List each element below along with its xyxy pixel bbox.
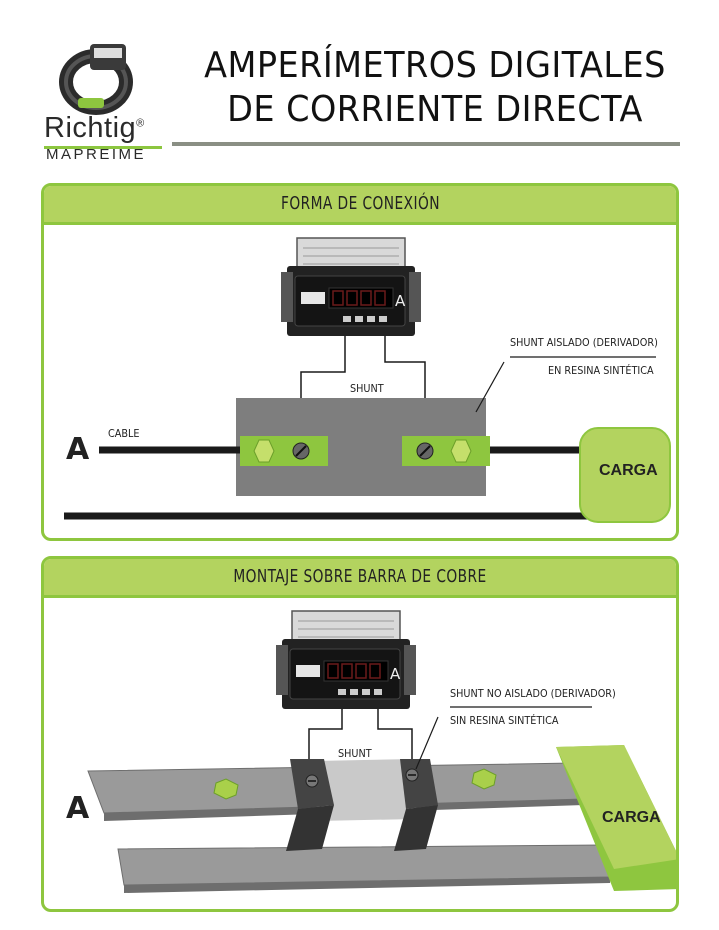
richtig-logo-icon: [59, 44, 133, 115]
terminal-a-label: A: [66, 432, 90, 467]
brand-subtitle: MAPREIME: [46, 146, 147, 163]
shunt-note-line-2: EN RESINA SINTÉTICA: [548, 364, 654, 377]
busbar-diagram: A: [87, 610, 676, 893]
busbar-panel-header: MONTAJE SOBRE BARRA DE COBRE: [44, 559, 676, 598]
ammeter-device: A: [276, 610, 416, 709]
page-title: AMPERÍMETROS DIGITALES DE CORRIENTE DIRE…: [189, 44, 682, 132]
load-label: CARGA: [599, 462, 658, 479]
title-line-1: AMPERÍMETROS DIGITALES: [204, 45, 666, 86]
svg-text:A: A: [390, 665, 401, 683]
shunt-note-line-1: SHUNT NO AISLADO (DERIVADOR): [450, 687, 616, 700]
shunt-label: SHUNT: [338, 747, 372, 760]
terminal-a-label: A: [66, 791, 90, 826]
connection-panel: FORMA DE CONEXIÓN A: [41, 183, 679, 541]
brand-name: Richtig®: [44, 112, 145, 144]
load-label: CARGA: [602, 809, 661, 826]
shunt-note-line-2: SIN RESINA SINTÉTICA: [450, 714, 559, 727]
connection-diagram: A: [64, 237, 671, 523]
busbar-panel: MONTAJE SOBRE BARRA DE COBRE A: [41, 556, 679, 912]
svg-text:A: A: [395, 292, 406, 310]
title-line-2: DE CORRIENTE DIRECTA: [227, 89, 643, 130]
shunt-note-line-1: SHUNT AISLADO (DERIVADOR): [510, 336, 658, 349]
ammeter-device: A: [281, 237, 421, 336]
connection-panel-header: FORMA DE CONEXIÓN: [44, 186, 676, 225]
brand-underline: [44, 146, 162, 149]
shunt-label: SHUNT: [350, 382, 384, 395]
title-rule: [172, 142, 680, 146]
cable-label: CABLE: [108, 427, 140, 440]
